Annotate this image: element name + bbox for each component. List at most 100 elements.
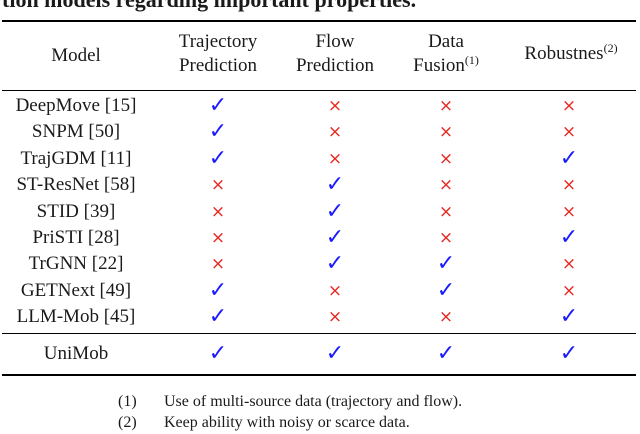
cross-icon: × xyxy=(327,148,343,169)
table-row: GETNext [49] ✓ × ✓ × xyxy=(0,278,640,304)
cell-flow: × xyxy=(285,304,385,330)
cell-trajectory: × xyxy=(168,251,268,277)
cross-icon: × xyxy=(210,201,226,222)
model-name: UniMob xyxy=(43,343,109,364)
separator-rule xyxy=(2,333,636,334)
header-flow-prediction: Flow Prediction xyxy=(275,30,395,78)
cell-fusion: × xyxy=(396,225,496,251)
cell-fusion: × xyxy=(396,199,496,225)
table-row: SNPM [50] ✓ × × × xyxy=(0,119,640,145)
cell-robustness: ✓ xyxy=(518,304,620,330)
header-model: Model xyxy=(51,45,101,66)
header-fusion-line2: Fusion(1) xyxy=(386,54,506,78)
cell-trajectory: ✓ xyxy=(168,93,268,119)
cell-trajectory: ✓ xyxy=(168,304,268,330)
header-trajectory-line1: Trajectory xyxy=(178,31,258,52)
model-name: DeepMove [15] xyxy=(15,95,137,116)
model-name: SNPM [50] xyxy=(31,121,121,143)
check-icon: ✓ xyxy=(559,145,579,171)
check-icon: ✓ xyxy=(325,225,345,250)
model-name: LLM-Mob [45] xyxy=(16,306,136,328)
header-robustness-footnote-mark: (2) xyxy=(603,41,618,55)
table-row: TrGNN [22]×✓✓× xyxy=(0,251,640,277)
model-name: STID [39] xyxy=(36,200,116,222)
check-icon: ✓ xyxy=(325,251,345,277)
header-trajectory-prediction: Trajectory Prediction xyxy=(158,30,278,78)
cell-flow: × xyxy=(285,146,385,172)
check-icon: ✓ xyxy=(559,304,579,330)
check-icon: ✓ xyxy=(436,277,456,303)
footnote-1-number: (1) xyxy=(118,393,137,410)
check-icon: ✓ xyxy=(208,119,228,145)
cell-fusion: ✓ xyxy=(396,278,496,304)
table-row: TrajGDM [11]✓××✓ xyxy=(0,146,640,172)
cell-fusion: × xyxy=(396,93,496,119)
cell-flow: ✓ xyxy=(285,225,385,251)
model-name: ST-ResNet [58] xyxy=(16,174,136,196)
cell-fusion: × xyxy=(396,172,496,198)
check-icon: ✓ xyxy=(559,341,579,366)
cell-trajectory: ✓ xyxy=(168,341,268,367)
cell-robustness: × xyxy=(518,172,620,198)
cross-icon: × xyxy=(210,228,226,248)
cell-fusion: × xyxy=(396,119,496,145)
bottom-rule xyxy=(2,374,636,376)
cell-flow: ✓ xyxy=(285,199,385,225)
cross-icon: × xyxy=(438,122,454,143)
check-icon: ✓ xyxy=(208,93,228,118)
cross-icon: × xyxy=(327,96,343,116)
header-fusion-line1: Data xyxy=(428,31,464,52)
cell-flow: × xyxy=(285,119,385,145)
cross-icon: × xyxy=(327,307,343,328)
check-icon: ✓ xyxy=(208,341,228,366)
cell-trajectory: ✓ xyxy=(168,119,268,145)
check-icon: ✓ xyxy=(325,341,345,366)
cross-icon: × xyxy=(561,96,577,116)
cell-fusion: ✓ xyxy=(396,341,496,367)
header-trajectory-line2: Prediction xyxy=(178,55,258,76)
cross-icon: × xyxy=(438,307,454,328)
header-flow-line2: Prediction xyxy=(295,55,375,76)
header-robustness-text: Robustnes xyxy=(524,43,604,64)
cell-robustness: ✓ xyxy=(518,341,620,367)
cell-robustness: × xyxy=(518,119,620,145)
cross-icon: × xyxy=(438,96,454,116)
header-data-fusion: Data Fusion(1) xyxy=(386,30,506,78)
cell-flow: × xyxy=(285,93,385,119)
cell-robustness: ✓ xyxy=(518,146,620,172)
cell-robustness: × xyxy=(518,93,620,119)
check-icon: ✓ xyxy=(208,304,228,330)
cell-trajectory: × xyxy=(168,172,268,198)
cross-icon: × xyxy=(561,254,577,275)
footnote-2-number: (2) xyxy=(118,414,137,431)
header-rule xyxy=(2,90,636,91)
model-name: GETNext [49] xyxy=(20,279,132,301)
cell-flow: × xyxy=(285,278,385,304)
table-row: DeepMove [15] ✓ × × × xyxy=(0,93,640,119)
top-rule xyxy=(2,20,636,22)
cross-icon: × xyxy=(438,175,454,196)
cell-trajectory: ✓ xyxy=(168,278,268,304)
check-icon: ✓ xyxy=(436,341,456,366)
header-fusion-footnote-mark: (1) xyxy=(464,53,479,67)
footnote-2-text: Keep ability with noisy or scarce data. xyxy=(164,414,410,431)
cell-flow: ✓ xyxy=(285,172,385,198)
table-row: PriSTI [28]×✓×✓ xyxy=(0,225,640,251)
cell-trajectory: × xyxy=(168,225,268,251)
cross-icon: × xyxy=(327,280,343,301)
cross-icon: × xyxy=(210,254,226,275)
cell-trajectory: × xyxy=(168,199,268,225)
model-name: TrajGDM [11] xyxy=(20,147,132,169)
cell-trajectory: ✓ xyxy=(168,146,268,172)
model-name: TrGNN [22] xyxy=(28,253,124,275)
check-icon: ✓ xyxy=(208,145,228,171)
cross-icon: × xyxy=(438,228,454,248)
check-icon: ✓ xyxy=(559,225,579,250)
cross-icon: × xyxy=(561,122,577,143)
cell-robustness: × xyxy=(518,251,620,277)
check-icon: ✓ xyxy=(325,172,345,198)
cell-robustness: ✓ xyxy=(518,225,620,251)
header-flow-line1: Flow xyxy=(315,31,355,52)
cell-robustness: × xyxy=(518,278,620,304)
footnote-1-text: Use of multi-source data (trajectory and… xyxy=(164,393,463,410)
